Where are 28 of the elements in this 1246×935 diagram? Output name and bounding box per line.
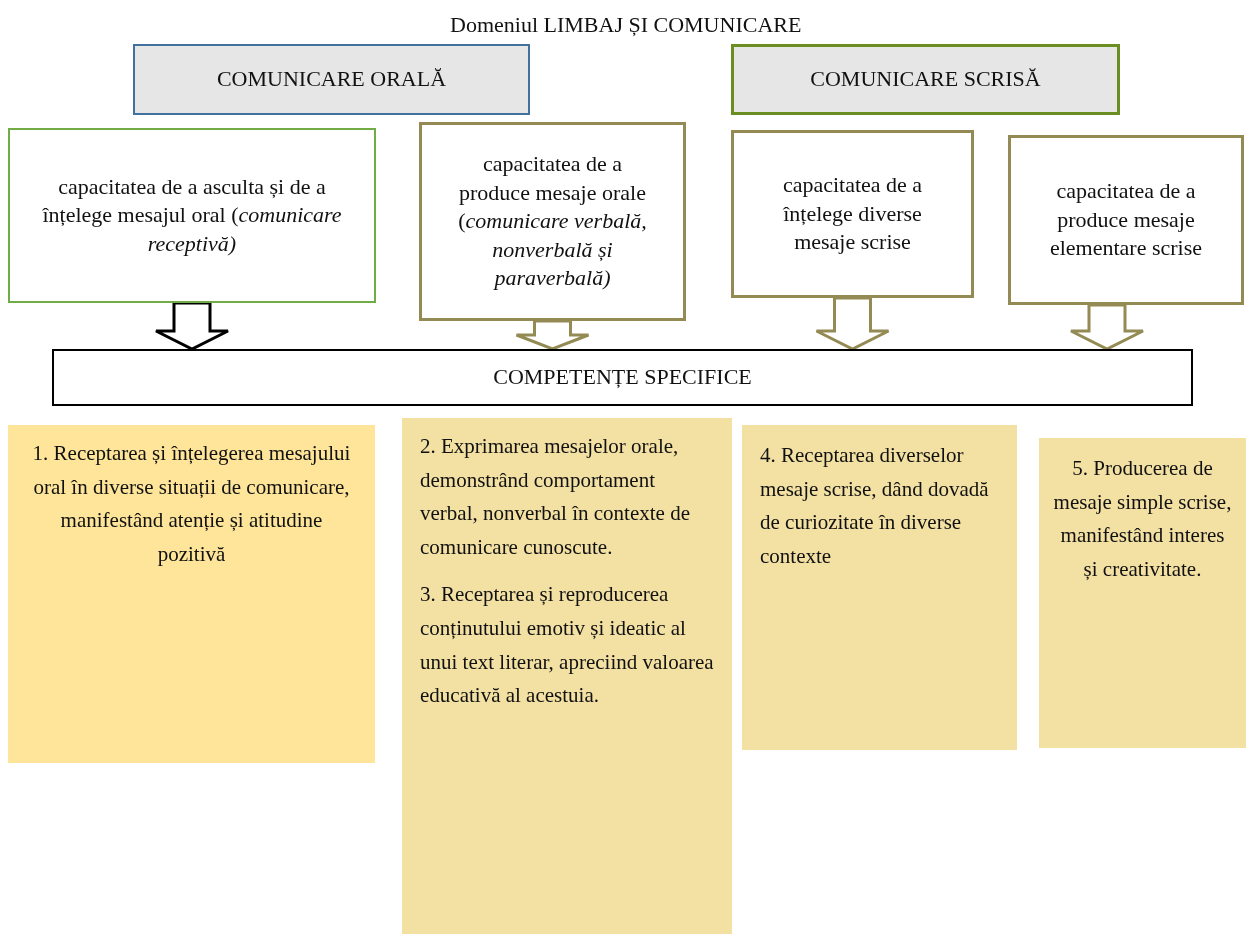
ability-text: capacitatea de a înțelege diverse mesaje scrise <box>781 171 924 257</box>
competence-card <box>402 418 732 934</box>
ability-text: capacitatea de a asculta și de a înțelege mesajul oral (comunicare receptivă) <box>41 172 343 258</box>
competence-card <box>742 425 1017 750</box>
competence-bar <box>52 349 1193 406</box>
section-heading: COMUNICARE ORALĂ <box>215 65 448 94</box>
competence-text: 3. Receptarea și reproducerea conținutului emotiv și ideatic al unui text literar, apreciind valoarea educativă al acestuia. <box>420 581 714 710</box>
competence-card <box>1039 438 1246 748</box>
competence-heading: COMPETENȚE SPECIFICE <box>492 363 753 392</box>
block-arrow <box>815 296 890 351</box>
competence-text: 1. Receptarea și înțelegerea mesajului oral în diverse situații de comunicare, manifestând atenție și atitudine pozitivă <box>32 440 351 568</box>
competence-text: 5. Producerea de mesaje simple scrise, manifestând interes și creativitate. <box>1053 455 1232 583</box>
block-arrow <box>154 301 230 351</box>
block-arrow <box>1069 303 1145 351</box>
diagram-title: Domeniul LIMBAJ ȘI COMUNICARE <box>450 12 802 38</box>
section-header-box <box>133 44 530 115</box>
competence-card <box>8 425 375 763</box>
section-header-box <box>731 44 1120 115</box>
ability-box <box>731 130 974 298</box>
ability-box <box>419 122 686 321</box>
ability-text: capacitatea de a produce mesaje elementare scrise <box>1048 177 1204 263</box>
ability-box <box>8 128 376 303</box>
block-arrow <box>515 319 590 351</box>
ability-box <box>1008 135 1244 305</box>
ability-text: capacitatea de a produce mesaje orale (comunicare verbală, nonverbală și paraverbală) <box>457 150 648 293</box>
competence-text: 2. Exprimarea mesajelor orale, demonstrând comportament verbal, nonverbal în contexte de comunicare cunoscute. <box>420 433 691 561</box>
competence-text: 4. Receptarea diverselor mesaje scrise, dând dovadă de curiozitate în diverse contexte <box>760 442 990 570</box>
section-heading: COMUNICARE SCRISĂ <box>809 65 1042 94</box>
